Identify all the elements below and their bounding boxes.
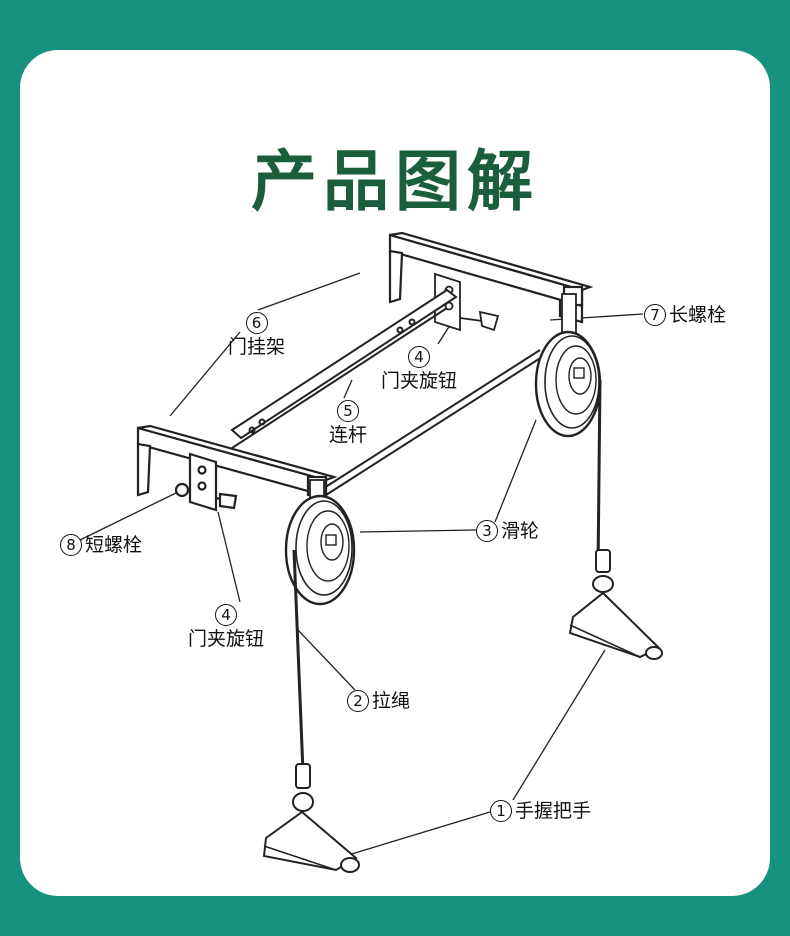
callout-handle: 1 手握把手	[490, 800, 591, 822]
callout-label: 长螺栓	[669, 304, 727, 326]
callout-label: 门夹旋钮	[381, 370, 458, 392]
callout-cable: 2 拉绳	[347, 690, 410, 712]
callout-label: 门挂架	[228, 336, 286, 358]
diagram-card: 产品图解	[20, 50, 770, 896]
callout-pulley: 3 滑轮	[476, 520, 539, 542]
callout-number: 2	[347, 690, 369, 712]
callout-label: 拉绳	[372, 690, 411, 712]
back-handle	[568, 549, 663, 660]
callout-number: 3	[476, 520, 498, 542]
callout-number: 4	[408, 346, 430, 368]
callout-number: 7	[644, 304, 666, 326]
callout-number: 5	[337, 400, 359, 422]
callout-label: 滑轮	[501, 520, 540, 542]
callout-label: 手握把手	[515, 800, 592, 822]
pulley-system-illustration	[79, 231, 663, 873]
front-door-hanger	[136, 424, 338, 512]
callout-number: 6	[245, 312, 268, 334]
callout-number: 4	[215, 604, 237, 626]
callout-short-bolt: 8 短螺栓	[60, 534, 142, 556]
callout-label: 门夹旋钮	[188, 628, 265, 650]
callout-number: 8	[60, 534, 82, 556]
callout-number: 1	[490, 800, 512, 822]
front-handle	[262, 763, 360, 873]
front-pulley	[284, 479, 356, 773]
callout-door-hanger: 6 门挂架	[228, 312, 285, 357]
back-pulley	[534, 293, 602, 571]
callout-door-clamp-knob-front: 4 门夹旋钮	[188, 604, 264, 649]
callout-door-clamp-knob-back: 4 门夹旋钮	[381, 346, 457, 391]
connecting-rod	[230, 288, 543, 496]
callout-connecting-rod: 5 连杆	[329, 400, 367, 445]
page-title: 产品图解	[251, 143, 539, 220]
callout-long-bolt: 7 长螺栓	[644, 304, 726, 326]
callout-label: 连杆	[329, 424, 368, 446]
callout-label: 短螺栓	[85, 534, 143, 556]
